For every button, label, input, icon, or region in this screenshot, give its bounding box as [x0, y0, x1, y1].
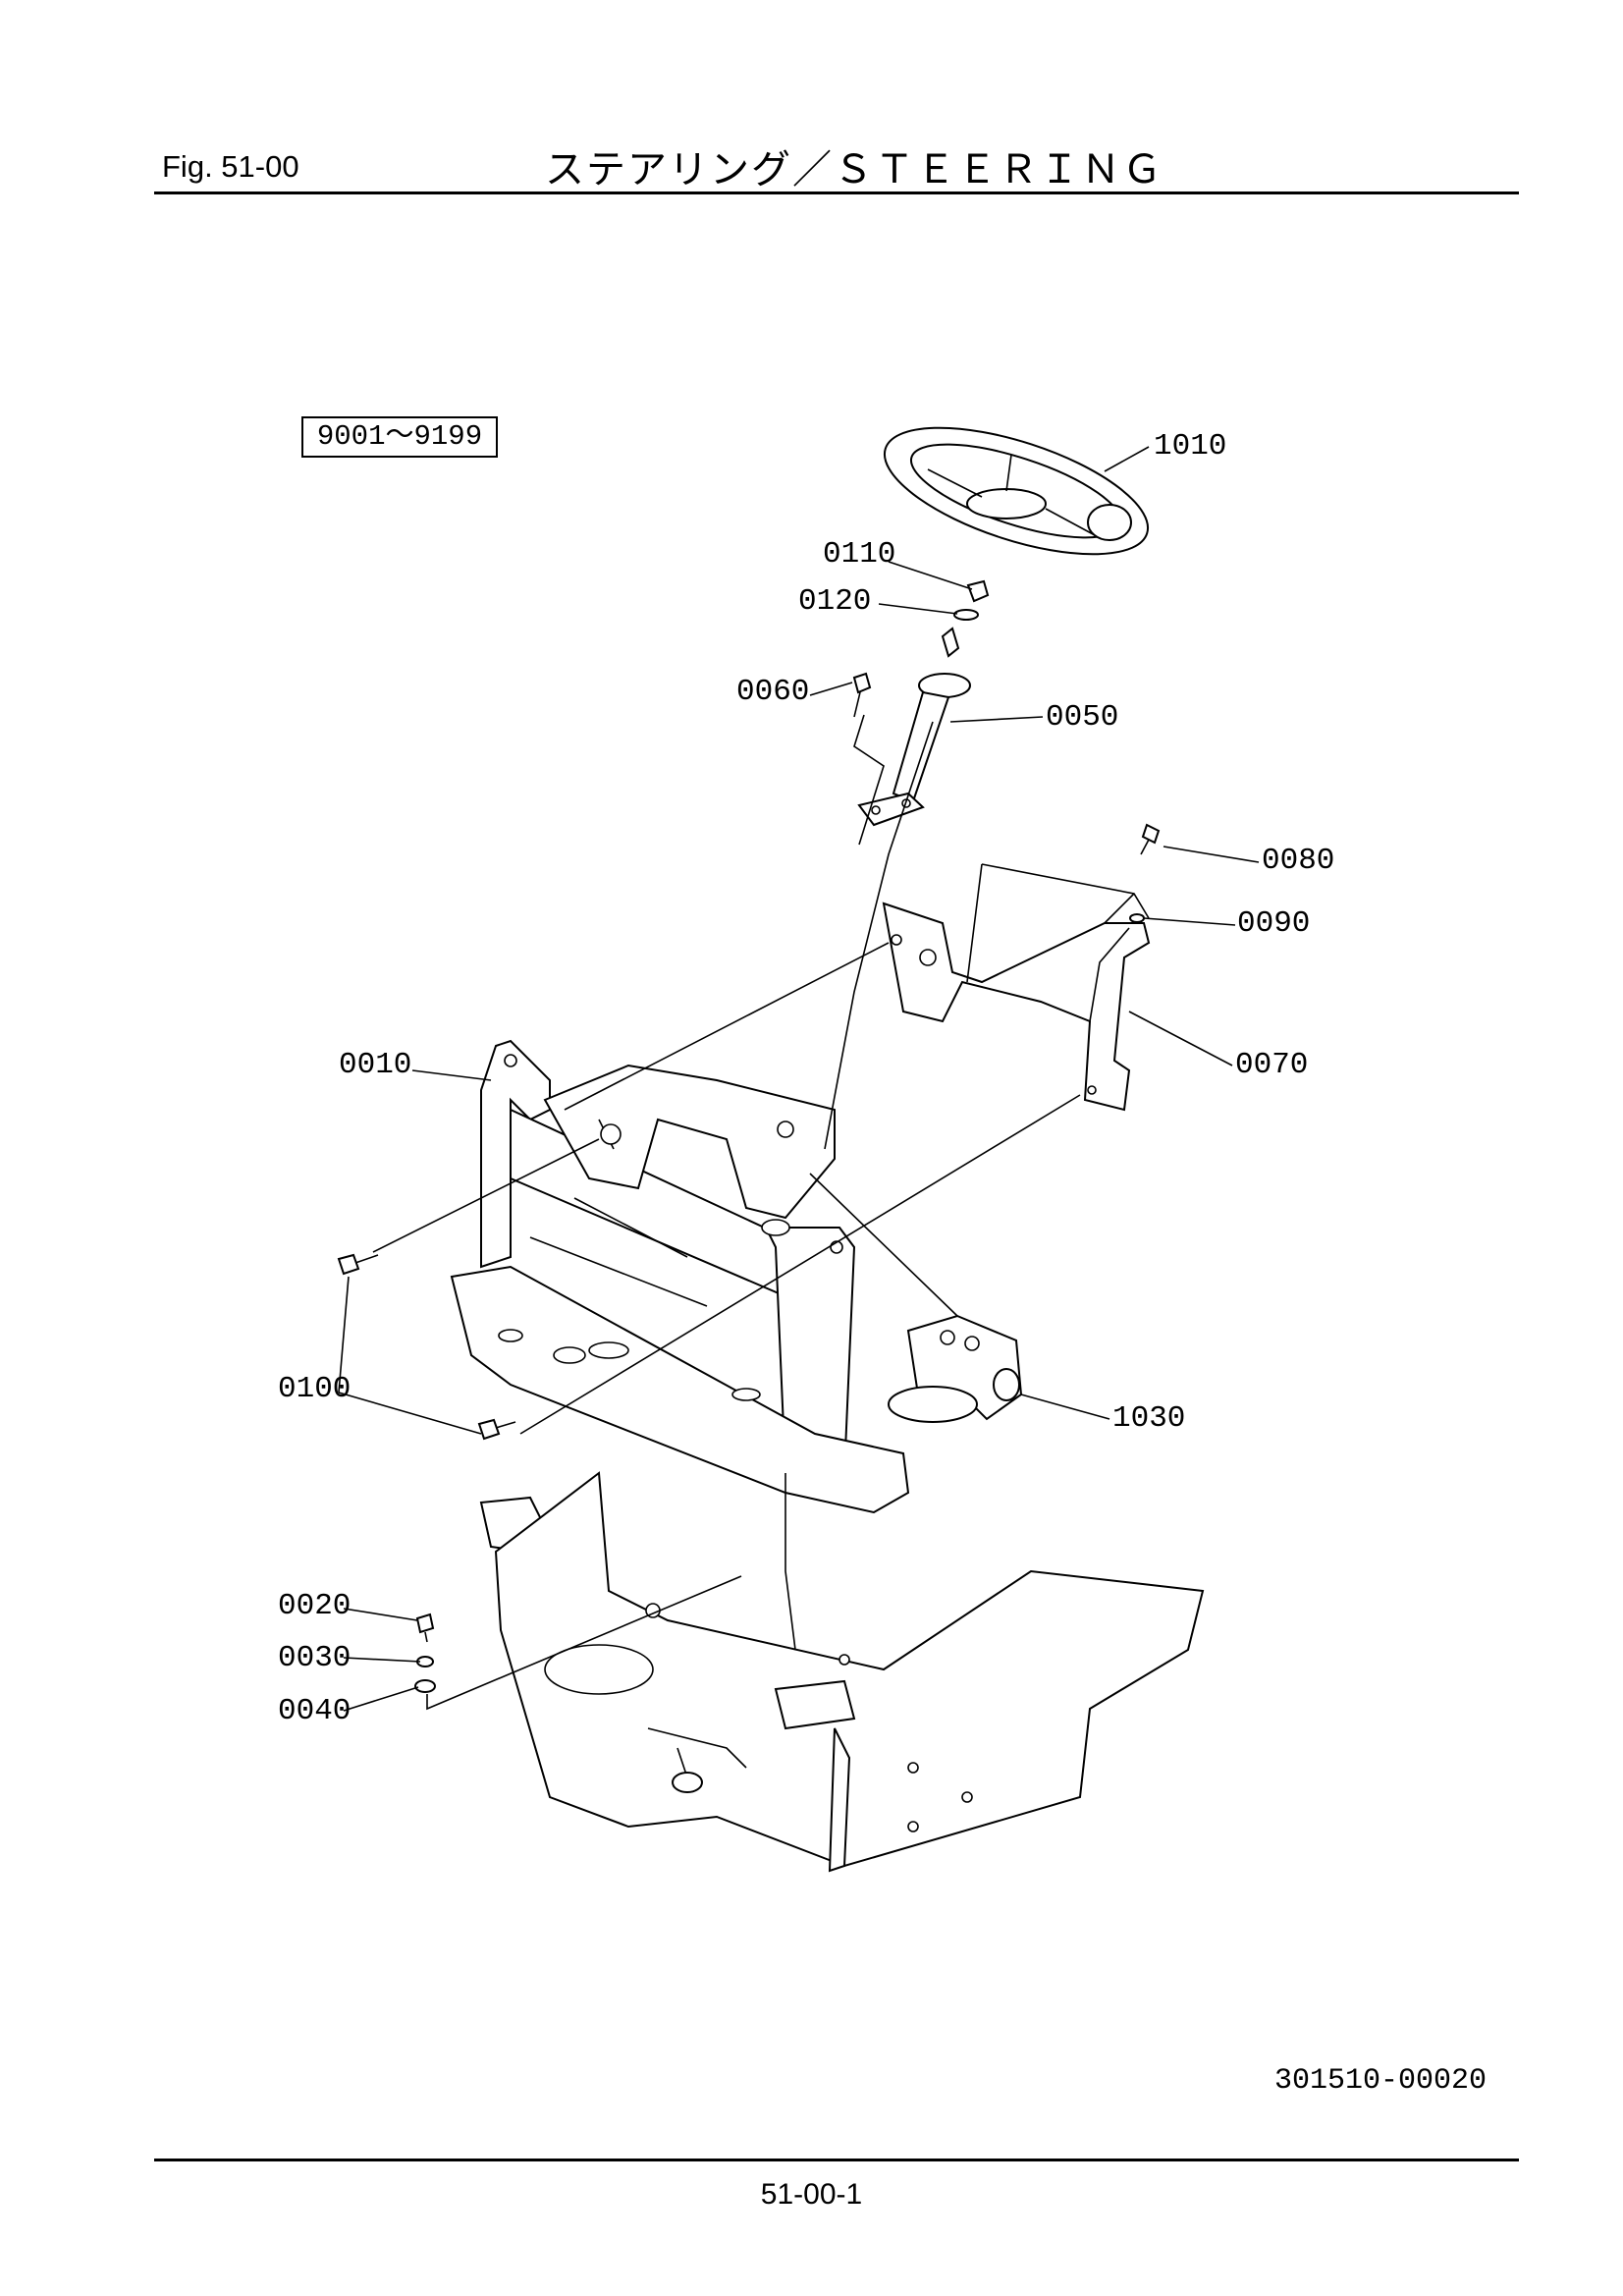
callout-0090: 0090: [1237, 906, 1310, 941]
callout-0120: 0120: [798, 584, 871, 619]
steering-frame-part: [450, 1039, 910, 1514]
frame-bolt-part: [337, 1253, 516, 1441]
callout-0040: 0040: [278, 1694, 351, 1728]
figure-number: Fig. 51-00: [162, 149, 299, 184]
drawing-number: 301510-00020: [1274, 2064, 1488, 2098]
callout-0020: 0020: [278, 1589, 351, 1623]
nut-part: [966, 579, 990, 603]
steering-column-part: [857, 627, 971, 827]
callout-0100: 0100: [278, 1372, 351, 1406]
callout-0080: 0080: [1262, 844, 1334, 878]
washer-part: [953, 609, 979, 621]
chassis-base-part: [479, 1471, 1205, 1873]
page-title: ステアリング／ＳＴＥＥＲＩＮＧ: [545, 147, 1163, 192]
callout-0030: 0030: [278, 1641, 351, 1675]
lock-washer-part: [1129, 913, 1145, 923]
callout-0110: 0110: [823, 537, 895, 572]
bolt-part: [852, 672, 872, 718]
serial-range-box: 9001～9199: [301, 416, 498, 458]
callout-1010: 1010: [1154, 429, 1226, 464]
footer-rule: [154, 2159, 1519, 2161]
callout-0060: 0060: [736, 675, 809, 709]
steering-wheel-part: [883, 426, 1150, 556]
callout-1030: 1030: [1112, 1401, 1185, 1436]
steering-valve-part: [888, 1314, 1023, 1423]
mount-bolt-part: [415, 1613, 435, 1643]
leader-lines: [338, 446, 1260, 1712]
callout-0050: 0050: [1046, 700, 1118, 735]
callout-0070: 0070: [1235, 1048, 1308, 1082]
cover-bracket-part: [882, 863, 1151, 1112]
plain-washer-part: [414, 1679, 436, 1693]
screw-part: [1140, 823, 1161, 855]
header-rule: [154, 191, 1519, 194]
callout-0010: 0010: [339, 1048, 411, 1082]
page-number: 51-00-1: [760, 2178, 863, 2211]
